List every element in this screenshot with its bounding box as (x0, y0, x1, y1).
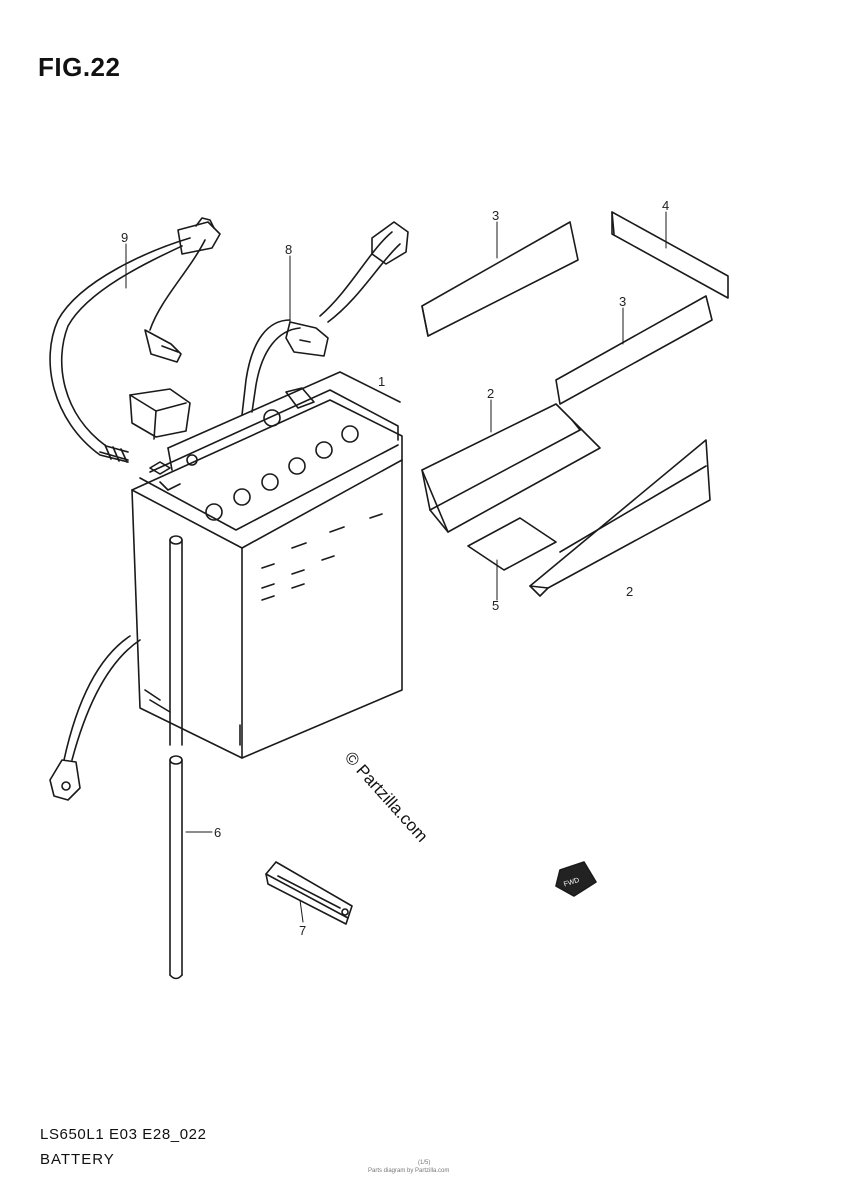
callout-5: 5 (492, 598, 499, 613)
callout-9: 9 (121, 230, 128, 245)
part-5-pad (467, 517, 557, 571)
part-8-cable (241, 221, 409, 416)
part-3-pad-upper (421, 221, 579, 337)
part-1-battery (131, 371, 403, 759)
leader-lines (125, 211, 667, 923)
callout-7: 7 (299, 923, 306, 938)
callout-3a: 3 (492, 208, 499, 223)
callout-3b: 3 (619, 294, 626, 309)
callout-8: 8 (285, 242, 292, 257)
fwd-label: FWD (563, 877, 580, 889)
part-9-battery-cable (49, 217, 221, 463)
page-indicator: (1/5) (418, 1160, 431, 1166)
part-4-pad (611, 211, 729, 299)
ground-cable (49, 635, 141, 801)
callout-2a: 2 (487, 386, 494, 401)
part-2-tray-lower (529, 439, 711, 597)
part-3-pad-lower (555, 295, 713, 405)
callout-2b: 2 (626, 584, 633, 599)
part-6-breather-hose (169, 535, 183, 980)
diagram-name: BATTERY (40, 1151, 115, 1168)
figure-title: FIG.22 (38, 52, 121, 82)
part-7-bracket (265, 861, 353, 925)
callout-6: 6 (214, 825, 221, 840)
fineprint: Parts diagram by Partzilla.com (368, 1168, 450, 1174)
diagram-code: LS650L1 E03 E28_022 (40, 1126, 207, 1143)
callout-4: 4 (662, 198, 669, 213)
part-2-tray-upper (421, 403, 601, 533)
fwd-arrow-marker (555, 861, 597, 897)
callout-1: 1 (378, 374, 385, 389)
